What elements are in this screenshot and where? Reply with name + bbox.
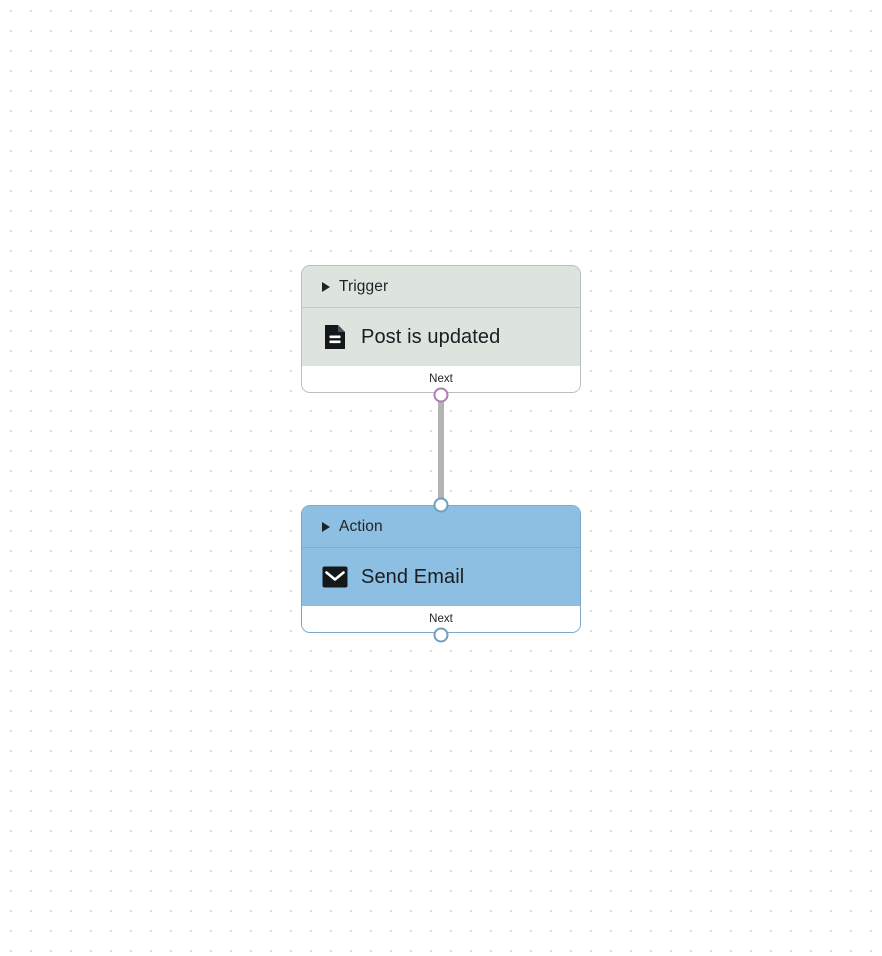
triangle-right-icon[interactable] [322, 281, 330, 292]
action-header-label: Action [339, 517, 383, 535]
action-header-divider [302, 547, 580, 548]
action-next-label: Next [429, 613, 453, 625]
edge-trigger-to-action[interactable] [438, 396, 444, 506]
action-node-title: Send Email [361, 565, 465, 588]
trigger-node-body[interactable]: Post is updated [302, 308, 580, 366]
workflow-node-action[interactable]: Action Send Email Next [301, 505, 581, 633]
workflow-node-trigger[interactable]: Trigger Post is updated Next [301, 265, 581, 393]
action-node-body[interactable]: Send Email [302, 548, 580, 606]
action-node-header[interactable]: Action [302, 506, 580, 547]
port-action-output[interactable] [433, 627, 449, 643]
port-action-input[interactable] [433, 497, 449, 513]
envelope-icon [322, 564, 348, 590]
trigger-node-title: Post is updated [361, 325, 501, 348]
trigger-header-label: Trigger [339, 277, 389, 295]
port-trigger-output[interactable] [433, 387, 449, 403]
trigger-header-divider [302, 307, 580, 308]
triangle-right-icon[interactable] [322, 521, 330, 532]
trigger-next-label: Next [429, 373, 453, 385]
trigger-node-header[interactable]: Trigger [302, 266, 580, 307]
document-icon [322, 324, 348, 350]
